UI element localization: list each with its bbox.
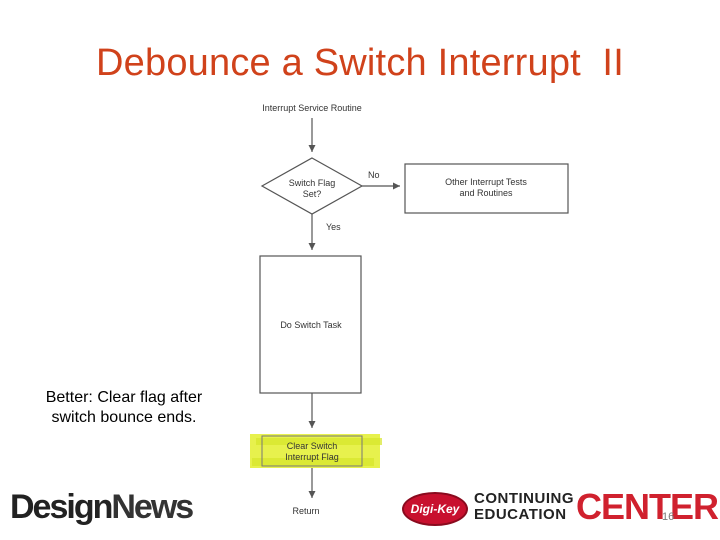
return-label: Return [292, 506, 319, 516]
flowchart-start-label: Interrupt Service Routine [262, 103, 362, 113]
switch-task-label: Do Switch Task [280, 320, 342, 330]
cec-center: CENTER [576, 486, 719, 527]
other-routines-line2: and Routines [459, 188, 513, 198]
digikey-logo: Digi-Key [402, 492, 468, 526]
yes-label: Yes [326, 222, 341, 232]
cec-logo-text: CONTINUING EDUCATION [474, 491, 574, 523]
clear-flag-box [261, 435, 363, 467]
clear-flag-highlight [250, 434, 382, 468]
designnews-logo-design: Design [10, 488, 113, 526]
decision-label-line1: Switch Flag [289, 178, 336, 188]
designnews-logo: DesignNews [10, 488, 194, 527]
decision-label-line2: Set? [303, 189, 322, 199]
no-label: No [368, 170, 380, 180]
other-routines-line1: Other Interrupt Tests [445, 177, 527, 187]
note-text: Better: Clear flag after switch bounce e… [24, 388, 224, 428]
continuing-education-center-logo: Digi-Key CONTINUING EDUCATION CENTER [402, 486, 719, 527]
designnews-logo-news: News [111, 488, 194, 526]
clear-flag-line2: Interrupt Flag [285, 452, 339, 462]
switch-task-box [259, 255, 362, 394]
cec-continuing: CONTINUING [474, 490, 574, 507]
slide-number: 16 [662, 511, 675, 523]
other-routines-box [404, 163, 569, 214]
slide-title: Debounce a Switch Interrupt II [96, 42, 624, 84]
note-line2: switch bounce ends. [51, 409, 197, 426]
note-line1: Better: Clear flag after [45, 389, 203, 406]
clear-flag-line1: Clear Switch [287, 441, 338, 451]
cec-education: EDUCATION [474, 506, 567, 523]
